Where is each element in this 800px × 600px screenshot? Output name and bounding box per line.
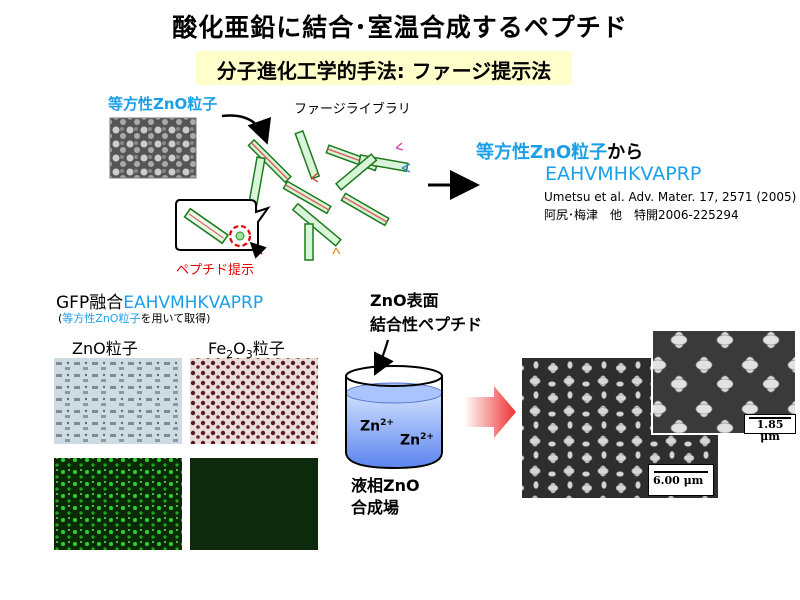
- gfp-sequence: EAHVMHKVAPRP: [123, 293, 264, 313]
- peptide-highlight-circle: [228, 224, 252, 248]
- peptide-display-label: ペプチド提示: [176, 263, 255, 278]
- curved-arrow-icon: [221, 114, 272, 145]
- zn-ion-label-1: Zn2+: [360, 418, 394, 435]
- page-title: 酸化亜鉛に結合･室温合成するペプチド: [172, 13, 628, 42]
- zn-1: Zn: [360, 418, 381, 435]
- liquid-line2: 合成場: [351, 498, 400, 517]
- surface-line2: 結合性ペプチド: [370, 315, 483, 334]
- result-line: 等方性ZnO粒子から: [476, 138, 643, 164]
- liquid-line1: 液相ZnO: [351, 476, 420, 495]
- gfp-note: (等方性ZnO粒子を用いて取得): [58, 310, 210, 326]
- zno-brightfield-image: [54, 358, 182, 444]
- fe-b: O: [233, 339, 246, 358]
- result-rest: から: [607, 142, 644, 163]
- zno-particle-label: 等方性ZnO粒子: [108, 95, 218, 113]
- scale-large-text: 1.85 μm: [756, 418, 784, 443]
- zn-1-charge: 2+: [380, 418, 394, 428]
- phage-library-label: ファージライブラリ: [294, 102, 411, 117]
- zno-column-label: ZnO粒子: [72, 339, 138, 358]
- zno-sem-image: [109, 117, 197, 179]
- result-highlight: 等方性ZnO粒子: [476, 142, 608, 163]
- fe-sub-b: 3: [245, 348, 253, 362]
- surface-line1: ZnO表面: [370, 291, 439, 310]
- liquid-zno-label: 液相ZnO 合成場: [351, 475, 420, 519]
- scale-bar-small: 6.00 μm: [648, 464, 714, 496]
- gfp-note-open: (: [58, 312, 63, 325]
- fe-c: 粒子: [252, 339, 285, 358]
- phage-closeup-icon: [183, 207, 230, 245]
- zn-2: Zn: [400, 432, 421, 449]
- fe2o3-fluorescence-image: [190, 458, 318, 550]
- zno-fluorescence-image: [54, 458, 182, 550]
- phage-library-icon: [247, 130, 409, 261]
- zn-2-charge: 2+: [420, 432, 434, 442]
- gfp-prefix: GFP融合: [56, 293, 124, 313]
- gfp-note-highlight: 等方性ZnO粒子: [62, 312, 141, 325]
- result-sequence: EAHVMHKVAPRP: [545, 163, 702, 185]
- gfp-note-rest: を用いて取得): [140, 312, 211, 325]
- subtitle: 分子進化工学的手法: ファージ提示法: [216, 59, 552, 83]
- fe2o3-brightfield-image: [190, 358, 318, 444]
- fe-sub-a: 2: [226, 348, 234, 362]
- scale-bar-large: 1.85 μm: [744, 414, 796, 443]
- reference-patent: 阿尻･梅津 他 特開2006-225294: [544, 208, 739, 222]
- fe2o3-column-label: Fe2O3粒子: [208, 335, 285, 361]
- peptide-arrow-icon: [374, 339, 394, 376]
- zn-ion-label-2: Zn2+: [400, 432, 434, 449]
- gfp-fusion-label: GFP融合EAHVMHKVAPRP: [56, 288, 263, 313]
- reference-paper: Umetsu et al. Adv. Mater. 17, 2571 (2005…: [544, 190, 797, 204]
- red-pointer-icon: [249, 241, 267, 259]
- subtitle-highlight: [196, 51, 572, 85]
- beaker-icon: [345, 365, 443, 470]
- gradient-arrow-icon: [464, 386, 516, 438]
- zno-surface-peptide-label: ZnO表面 結合性ペプチド: [370, 289, 482, 337]
- fe-a: Fe: [208, 339, 227, 358]
- peptide-icon: [235, 231, 245, 241]
- scale-small-text: 6.00 μm: [653, 474, 704, 487]
